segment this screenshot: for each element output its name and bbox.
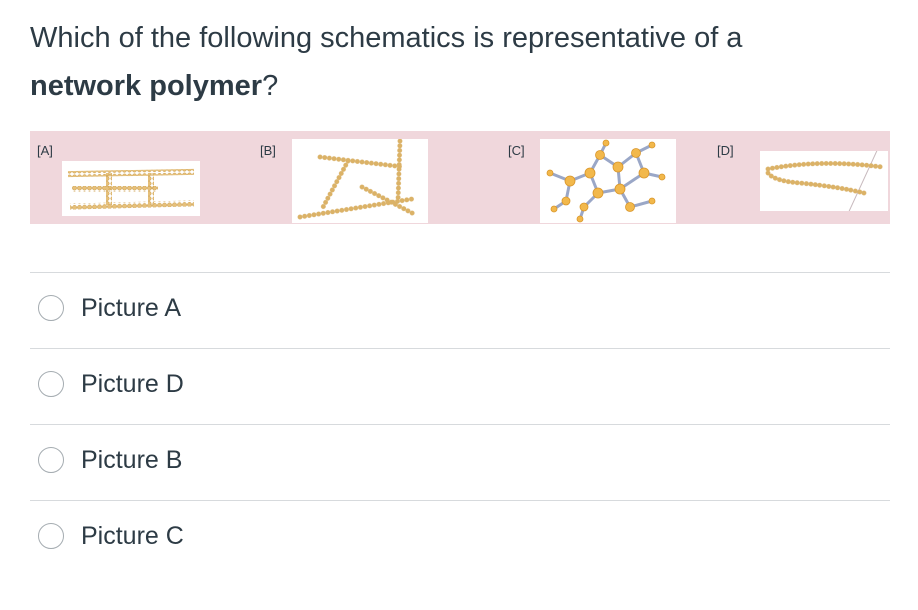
answer-separator [30, 500, 890, 501]
question-text-start: Which of the following schematics is rep… [30, 22, 743, 54]
answer-separator [30, 424, 890, 425]
panel-label-d: [D] [717, 143, 734, 158]
question-emphasis: network polymer [30, 70, 263, 102]
panel-label-a: [A] [37, 143, 53, 158]
answer-separator [30, 272, 890, 273]
answer-separator [30, 348, 890, 349]
question-text: Which of the following schematics is rep… [30, 14, 890, 110]
radio-button-d[interactable] [38, 371, 64, 397]
answer-label-d[interactable]: Picture D [81, 369, 184, 398]
radio-button-b[interactable] [38, 447, 64, 473]
radio-button-a[interactable] [38, 295, 64, 321]
question-text-end: ? [262, 70, 279, 102]
panel-label-c: [C] [508, 143, 525, 158]
answer-label-b[interactable]: Picture B [81, 445, 183, 474]
answer-option-d[interactable]: Picture D [38, 367, 184, 401]
answer-option-b[interactable]: Picture B [38, 443, 182, 477]
schematic-d-linear [760, 151, 888, 211]
answer-option-a[interactable]: Picture A [38, 291, 181, 325]
panel-label-b: [B] [260, 143, 276, 158]
radio-button-c[interactable] [38, 523, 64, 549]
schematics-image: [A] [B] [30, 131, 890, 224]
schematic-d-drawing [765, 151, 885, 211]
schematic-a-crosslinked [62, 161, 200, 216]
schematic-b-branched [292, 139, 428, 223]
schematic-c-network [540, 139, 676, 223]
answer-label-a[interactable]: Picture A [81, 293, 182, 322]
schematic-c-drawing [546, 139, 666, 223]
schematic-b-drawing [297, 139, 419, 220]
answer-option-c[interactable]: Picture C [38, 519, 184, 553]
schematic-a-drawing [67, 168, 195, 210]
answer-label-c[interactable]: Picture C [81, 521, 184, 550]
